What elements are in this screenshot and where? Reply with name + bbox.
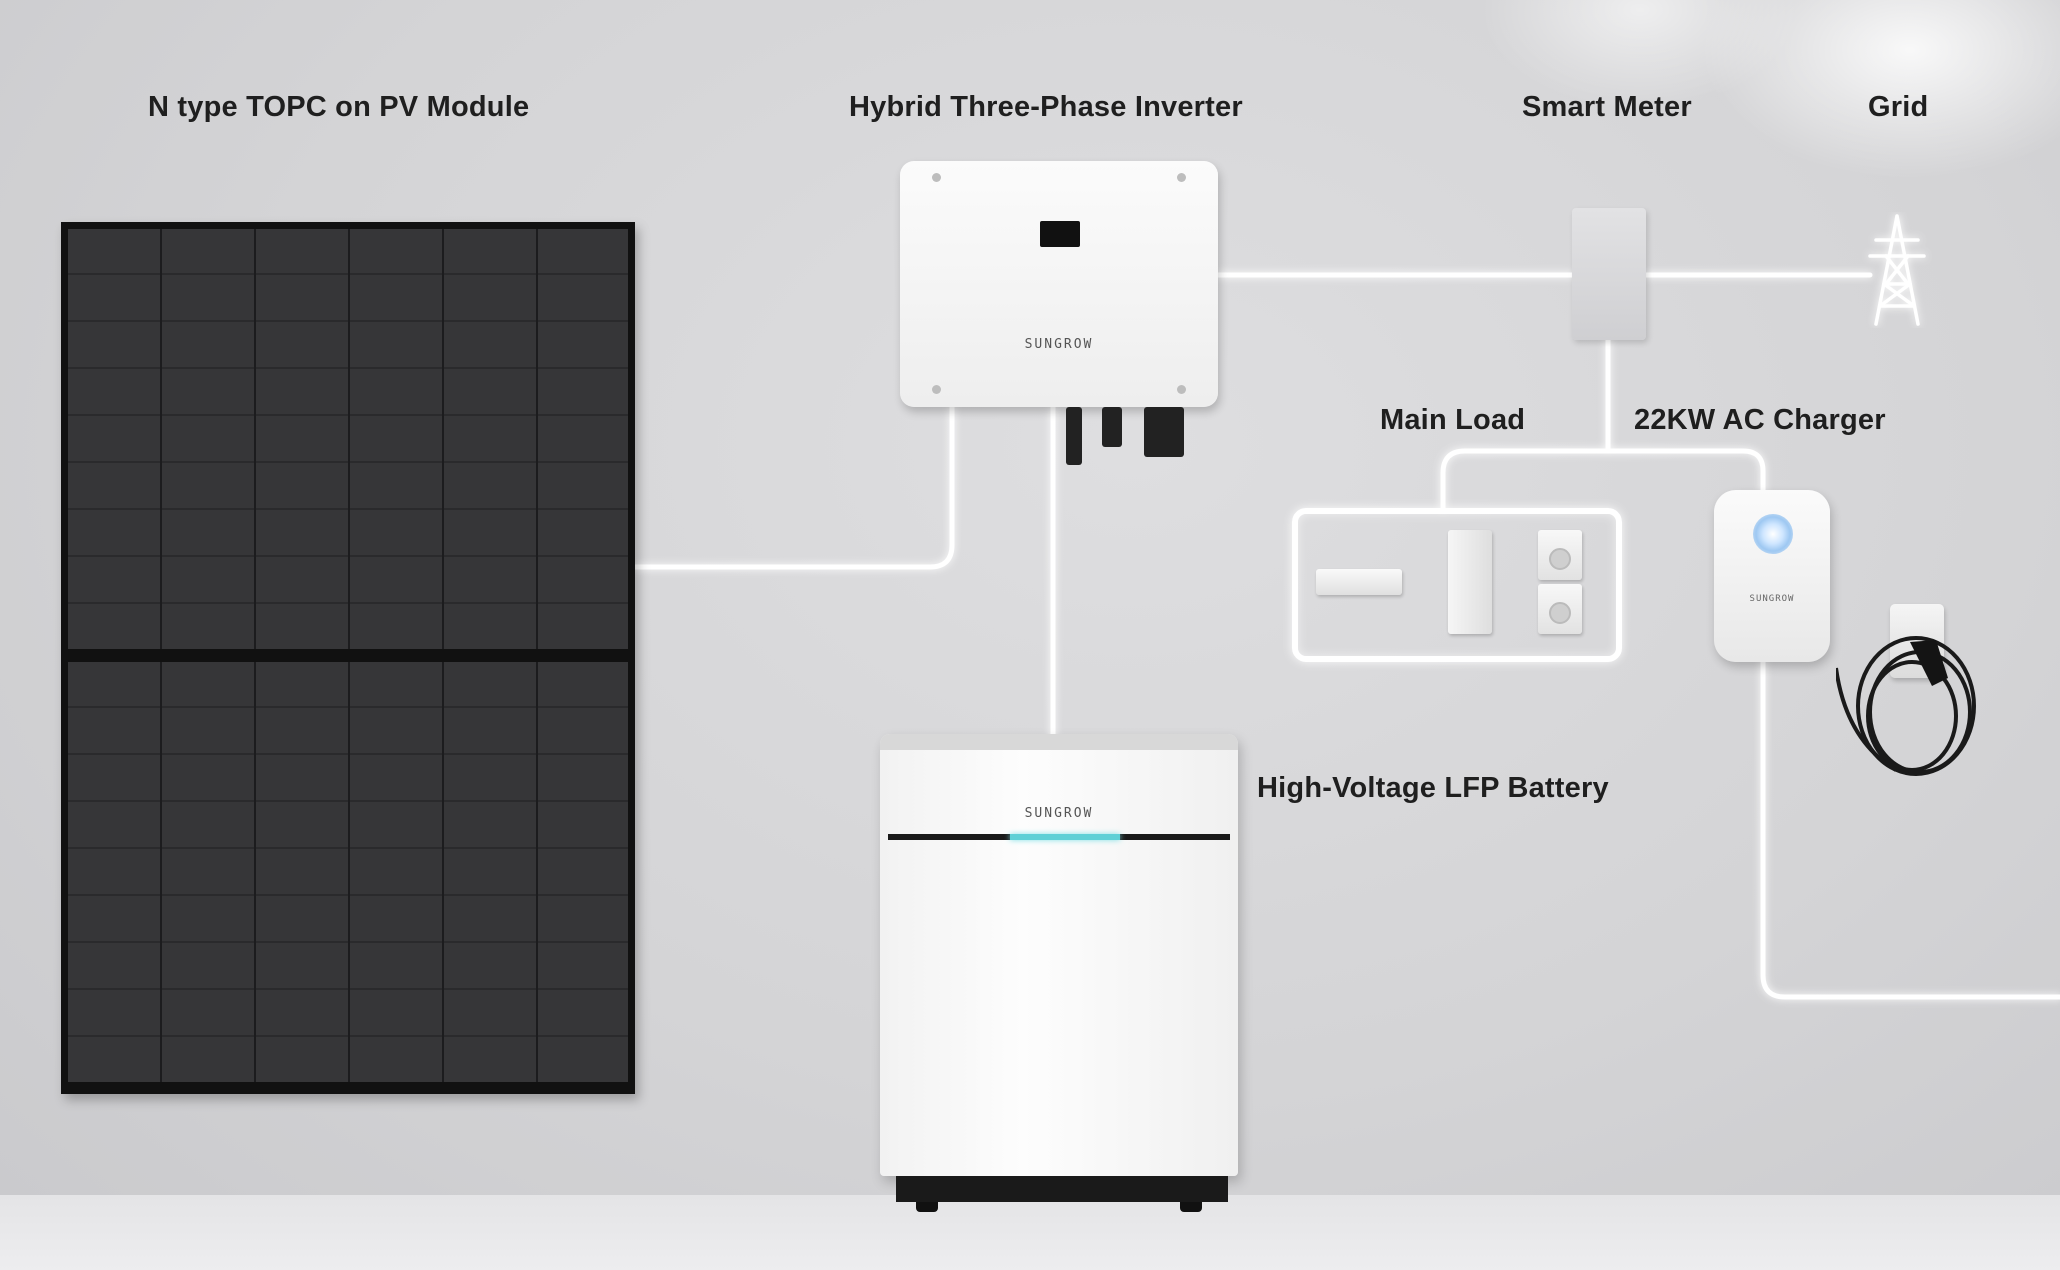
pv-module-label: N type TOPC on PV Module: [148, 91, 530, 123]
battery-status-led: [1010, 834, 1120, 840]
dryer-door: [1549, 602, 1571, 624]
inverter-display: [1040, 221, 1080, 247]
transmission-tower-icon: [1868, 214, 1926, 326]
charger-brand-logo: SUNGROW: [1749, 594, 1795, 604]
screw-icon: [1177, 385, 1186, 394]
wire-to-charger: [1605, 448, 1766, 493]
battery-base: [896, 1176, 1228, 1202]
dryer-icon: [1538, 584, 1582, 634]
ev-charging-cable-icon: [1836, 636, 1976, 776]
pv-cell-grid: [68, 229, 628, 649]
inverter-label: Hybrid Three-Phase Inverter: [849, 91, 1243, 123]
wire-pv-to-inverter: [632, 404, 955, 570]
ac-connector-icon: [1102, 407, 1122, 447]
battery-top-panel: [880, 734, 1238, 750]
ac-charger: SUNGROW: [1714, 490, 1830, 662]
pv-cell-grid: [68, 662, 628, 1082]
comm-connector-icon: [1144, 407, 1184, 457]
inverter-brand-logo: SUNGROW: [1024, 337, 1094, 352]
washing-machine-icon: [1538, 530, 1582, 580]
air-conditioner-icon: [1316, 569, 1402, 595]
refrigerator-icon: [1448, 530, 1492, 634]
battery-label: High-Voltage LFP Battery: [1257, 772, 1609, 804]
main-load-box: [1292, 508, 1622, 662]
wire-charger-out: [1760, 659, 2060, 1000]
battery-brand-logo: SUNGROW: [1024, 806, 1094, 821]
battery-foot: [1180, 1202, 1202, 1212]
screw-icon: [932, 385, 941, 394]
ac-charger-label: 22KW AC Charger: [1634, 404, 1886, 436]
screw-icon: [1177, 173, 1186, 182]
mc4-connector-icon: [1066, 407, 1082, 465]
screw-icon: [932, 173, 941, 182]
lfp-battery: SUNGROW: [880, 734, 1238, 1176]
pv-module: [61, 222, 635, 1094]
wall-light-glow: [1480, 0, 1800, 110]
wire-to-main-load: [1440, 448, 1611, 511]
battery-foot: [916, 1202, 938, 1212]
ev-plug-icon: [1910, 640, 1948, 686]
charger-status-light: [1753, 514, 1793, 554]
smart-meter-label: Smart Meter: [1522, 91, 1692, 123]
main-load-label: Main Load: [1380, 404, 1526, 436]
floor: [0, 1195, 2060, 1270]
grid-label: Grid: [1868, 91, 1929, 123]
washer-door: [1549, 548, 1571, 570]
hybrid-inverter: SUNGROW: [900, 161, 1218, 407]
smart-meter: [1572, 208, 1646, 340]
